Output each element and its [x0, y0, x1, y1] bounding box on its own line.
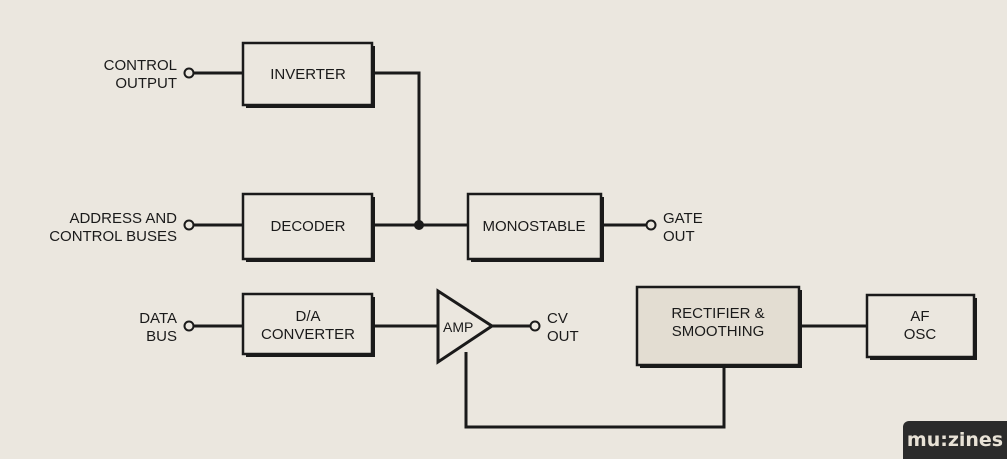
address-label-1: ADDRESS AND [69, 210, 177, 227]
muzines-watermark: mu:zines [903, 421, 1007, 459]
inverter-label: INVERTER [270, 66, 346, 83]
gate-out-label-1: GATE [663, 210, 703, 227]
monostable-label: MONOSTABLE [482, 218, 585, 235]
block-rectifier: RECTIFIER & SMOOTHING [635, 285, 802, 368]
block-monostable: MONOSTABLE [466, 192, 604, 262]
data-bus-label-1: DATA [139, 310, 177, 327]
terminal-cv-out [529, 320, 541, 332]
block-da-converter: D/A CONVERTER [241, 292, 375, 357]
address-label-2: CONTROL BUSES [49, 228, 177, 245]
decoder-label: DECODER [270, 218, 345, 235]
da-label-2: CONVERTER [261, 326, 355, 343]
cv-out-label-1: CV [547, 310, 568, 327]
block-af-osc: AF OSC [865, 293, 977, 360]
control-output-label-2: OUTPUT [115, 75, 177, 92]
rectifier-label-2: SMOOTHING [672, 323, 765, 340]
data-bus-label-2: BUS [146, 328, 177, 345]
terminal-control-output [183, 67, 195, 79]
amp-label: AMP [443, 319, 473, 335]
control-output-label-1: CONTROL [104, 57, 177, 74]
wire-feedback [464, 352, 726, 429]
block-decoder: DECODER [241, 192, 375, 262]
cv-out-label-2: OUT [547, 328, 579, 345]
terminal-gate-out [645, 219, 657, 231]
block-inverter: INVERTER [241, 41, 375, 108]
terminals [183, 67, 657, 332]
terminal-address [183, 219, 195, 231]
io-labels: CONTROL OUTPUT ADDRESS AND CONTROL BUSES… [49, 57, 703, 345]
af-osc-label-2: OSC [904, 326, 937, 343]
junction-dot [414, 220, 424, 230]
block-amp: AMP [436, 288, 495, 365]
gate-out-label-2: OUT [663, 228, 695, 245]
wire-inverter-junction [372, 71, 421, 225]
rectifier-label-1: RECTIFIER & [671, 305, 764, 322]
da-label-1: D/A [295, 308, 320, 325]
wires [194, 71, 867, 429]
af-osc-label-1: AF [910, 308, 929, 325]
terminal-data-bus [183, 320, 195, 332]
